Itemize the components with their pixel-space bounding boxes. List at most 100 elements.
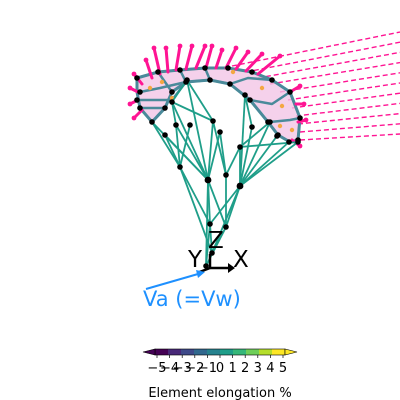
x-axis-label: X [233,247,249,273]
node [247,97,253,103]
node [225,65,231,71]
bridle-line [179,124,191,168]
node [169,89,175,95]
bridle-line [239,121,271,148]
node [227,81,233,87]
node [134,75,140,81]
node [242,92,248,98]
force-vector [244,52,264,73]
flow-line [299,123,400,133]
canopy-frame-segment [249,90,291,106]
force-vector [164,46,170,74]
canopy-frame-segment [229,76,273,86]
force-vector-tip [209,43,215,49]
node [134,97,140,103]
flow-line [297,112,400,125]
canopy-frame-segment [151,107,166,123]
force-vector [194,44,207,70]
bridle-line [171,101,214,122]
flow-line [257,51,400,79]
flow-line [269,61,400,85]
flow-line [287,82,400,101]
node [177,164,183,170]
force-vector-tip [177,43,183,49]
bridle-nodes [134,65,303,269]
z-axis-label: Z [208,228,224,254]
force-vector [174,44,182,72]
bridle-line [244,94,253,128]
node [269,77,275,83]
y-axis-label: Y [187,247,203,273]
colorbar-extend-high [284,348,298,356]
force-vector-tip [303,117,309,123]
flow-line [231,31,400,67]
node [177,67,183,73]
force-vector-tip [127,101,133,107]
colorbar-swatch [272,349,286,355]
node [169,99,175,105]
node [236,182,244,190]
node [162,132,168,138]
wind-arrow [145,273,199,290]
node [217,129,223,135]
force-vector [204,44,214,70]
bridle-line [212,120,227,176]
force-vector [256,54,282,76]
canopy-marker [159,79,165,85]
bridle-line [207,120,214,181]
colorbar-swatch [168,349,182,355]
node [204,176,212,184]
colorbar-swatch [233,349,247,355]
colorbar-swatch [194,349,208,355]
bridle-lines [151,79,299,267]
canopy-marker [147,85,153,91]
colorbar-tick-label: −3 [173,361,192,376]
flow-line [295,102,400,117]
node [287,89,293,95]
node [207,221,213,227]
colorbar-tick-label: 0 [216,361,224,376]
bridle-line [151,121,181,168]
force-vector-tip [297,83,303,89]
bridle-line [171,101,209,181]
colorbar-swatch [181,349,195,355]
node [249,69,255,75]
bridle-line [175,124,209,181]
force-vector-tip [219,47,225,53]
bridle-line [164,134,209,181]
colorbar-tick-label: 3 [254,361,262,376]
force-vector-tip [297,143,303,149]
colorbar-tick-label: 5 [279,361,287,376]
bridle-line [211,185,241,254]
force-vector-tip [143,57,149,63]
colorbar-swatch [207,349,221,355]
node [183,79,189,85]
node [223,172,229,178]
force-vector [144,58,154,80]
colorbar-tick-label: −4 [160,361,179,376]
x-arrowhead [228,263,235,273]
force-vector-tip [151,45,157,51]
bridle-line [239,141,299,187]
colorbar-gradient [154,348,286,356]
bridle-line [164,134,181,168]
force-vector-tip [245,49,251,55]
colorbar-tick-label: −2 [185,361,204,376]
node [202,65,208,71]
node [286,139,292,145]
node [249,124,255,130]
node [223,224,229,230]
bridle-line [239,141,290,187]
node [137,89,143,95]
node [265,119,271,125]
flow-lines [231,31,400,141]
bridle-line [207,179,227,228]
bridle-line [225,146,241,176]
flow-line [245,41,400,73]
node [207,77,213,83]
bridle-line [175,124,181,168]
aero-force-vectors [127,43,309,149]
